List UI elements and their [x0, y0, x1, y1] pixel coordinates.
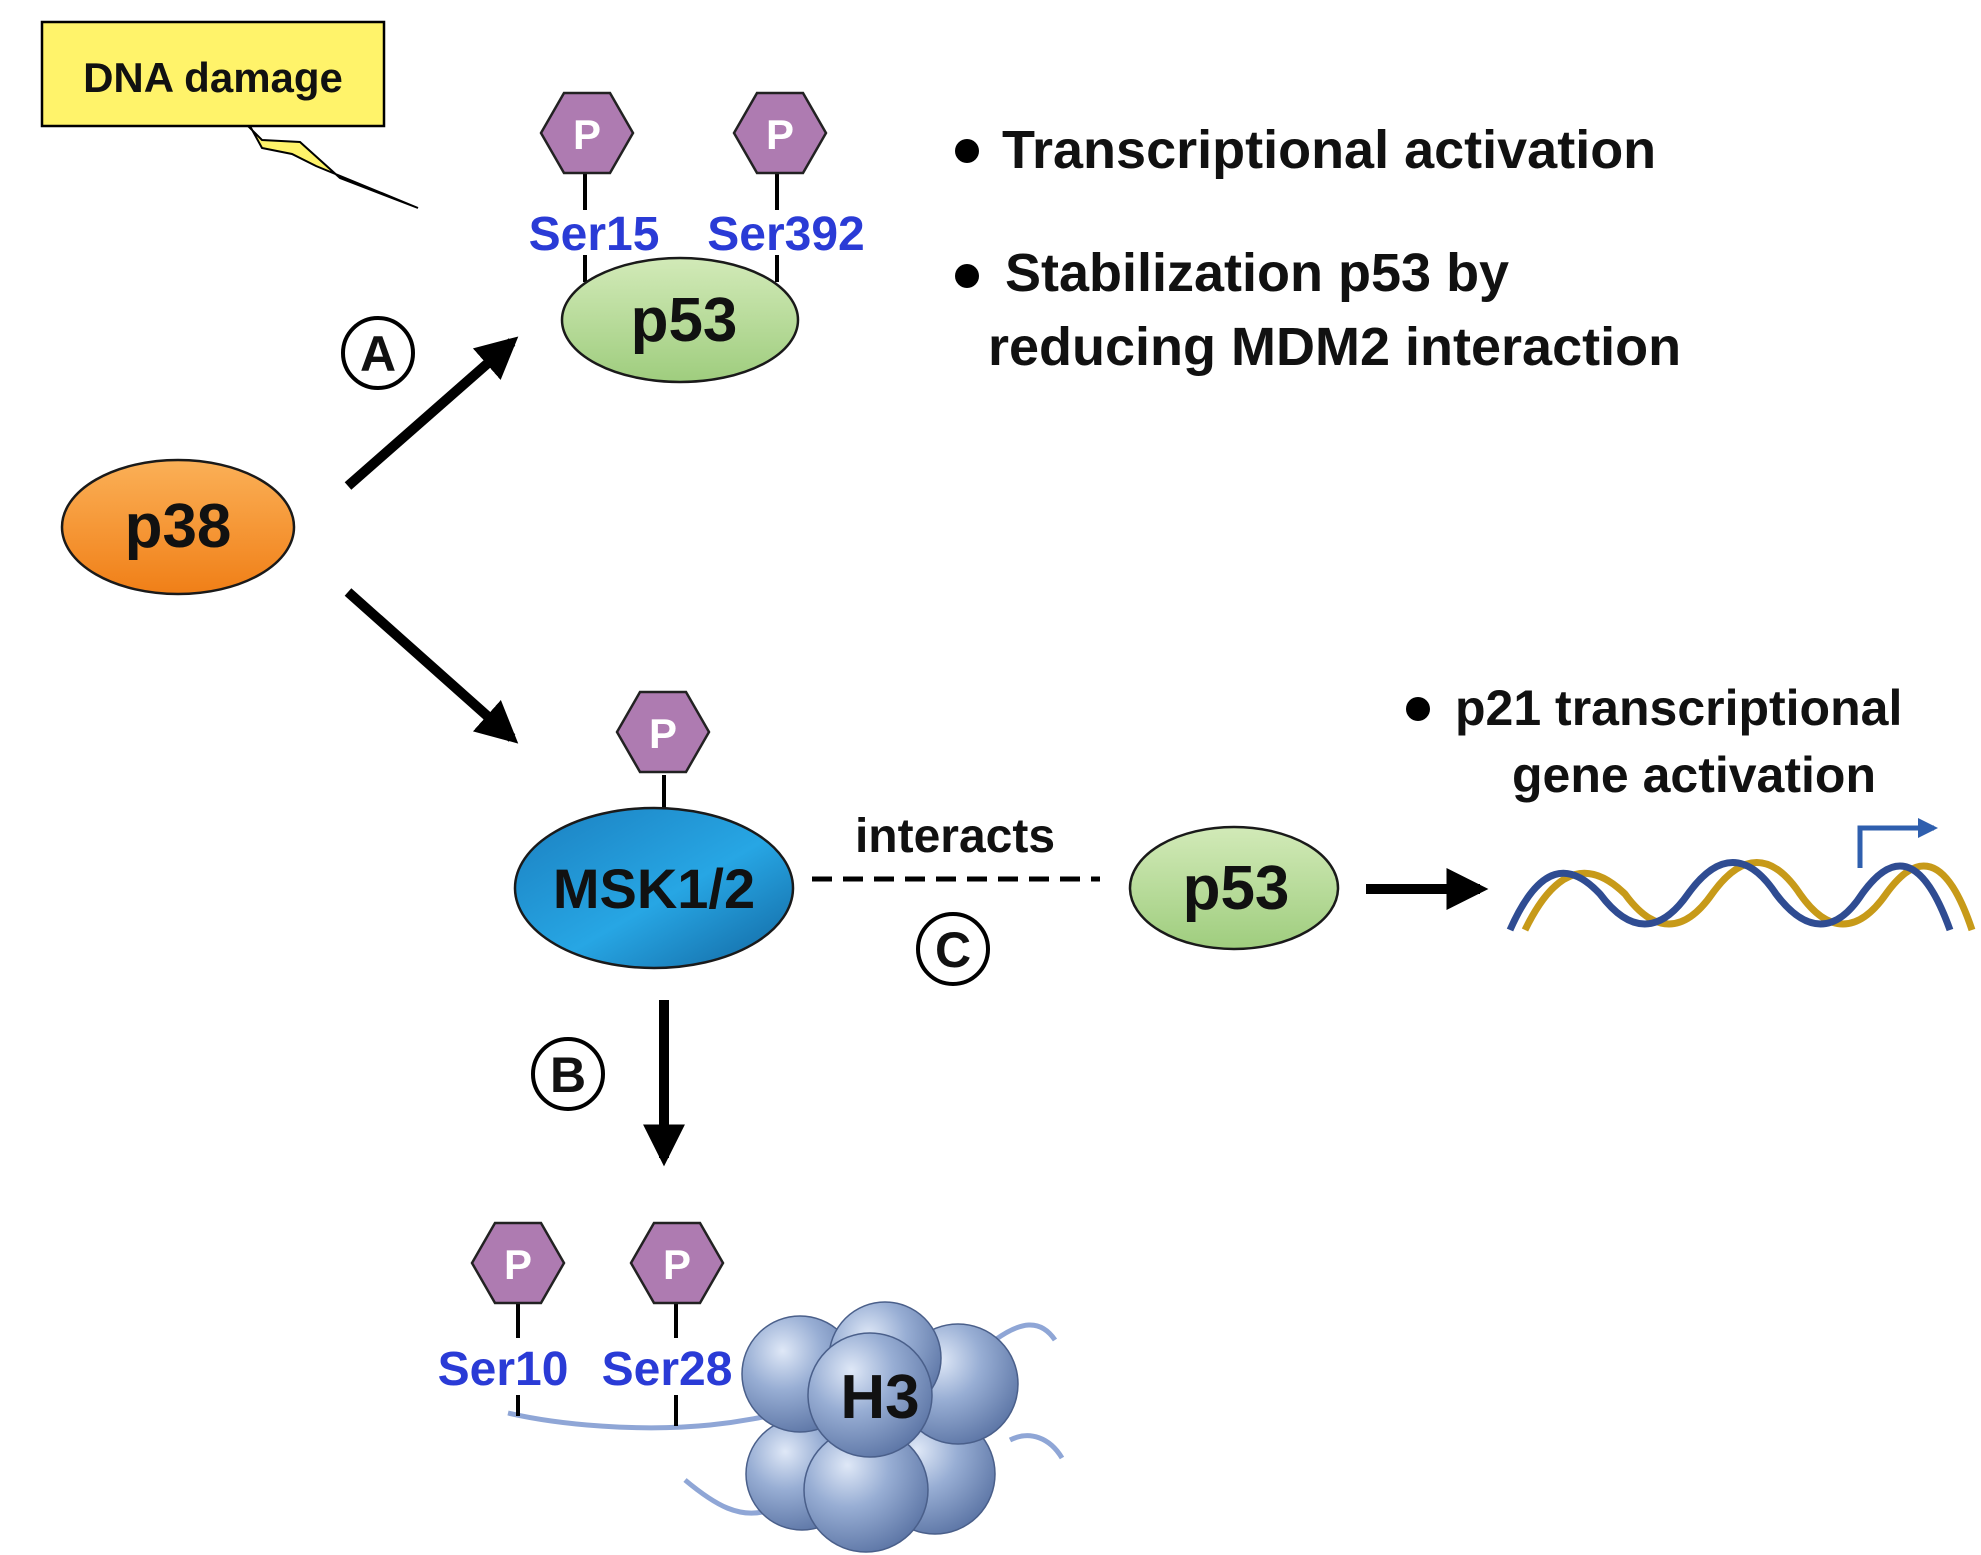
phospho-label: P — [663, 1241, 691, 1288]
marker-c-label: C — [935, 922, 971, 978]
marker-b-circle — [531, 1037, 605, 1111]
histone-sphere — [807, 1332, 933, 1458]
arrow-p38-to-msk — [344, 588, 519, 744]
histone-tail — [993, 1322, 1058, 1343]
h3-label: H3 — [840, 1363, 919, 1432]
dna-strand-gold — [1521, 859, 1976, 932]
transcription-start-arrow-icon — [1857, 818, 1938, 868]
marker-a-circle — [341, 316, 415, 390]
bullet-icon — [955, 139, 979, 163]
p53-top-label: p53 — [631, 286, 738, 355]
phospho-hexagon-icon — [470, 1221, 566, 1305]
phospho-h3-ser10: P — [470, 1221, 566, 1305]
interacts-label: interacts — [855, 810, 1055, 863]
dna-strand-blue — [1506, 859, 1954, 932]
outcome-stabilization-line1: Stabilization p53 by — [1005, 243, 1509, 303]
lightning-bolt-icon — [190, 125, 419, 209]
bullet-icon — [955, 264, 979, 288]
marker-a-label: A — [360, 326, 396, 382]
site-ser28: Ser28 — [602, 1343, 733, 1396]
p53-outcomes: Transcriptional activation Stabilization… — [955, 120, 1681, 377]
phospho-label: P — [573, 111, 601, 158]
phospho-hexagon-icon — [732, 91, 828, 175]
dna-damage-label: DNA damage — [83, 54, 343, 101]
histone-tail — [1008, 1433, 1065, 1460]
msk-ellipse — [513, 806, 795, 970]
phospho-hexagon-icon — [615, 690, 711, 774]
phospho-label: P — [766, 111, 794, 158]
marker-a: A — [341, 316, 415, 390]
outcome-transcriptional-activation: Transcriptional activation — [1002, 120, 1656, 180]
histone-h3: H3 P P Ser10 Ser28 — [438, 1221, 1065, 1553]
phospho-msk: P — [615, 690, 711, 774]
p53-right-label: p53 — [1183, 854, 1290, 923]
p21-outcome-line1: p21 transcriptional — [1455, 680, 1902, 736]
marker-b-label: B — [550, 1047, 586, 1103]
phospho-label: P — [504, 1241, 532, 1288]
interaction-c: interacts C — [812, 810, 1100, 986]
p38-ellipse — [60, 458, 296, 596]
p38-node: p38 — [60, 458, 296, 596]
p21-outcome: p21 transcriptional gene activation — [1406, 680, 1902, 803]
msk-node: P MSK1/2 — [513, 690, 795, 970]
phospho-p53-ser392: P — [732, 91, 828, 175]
p21-outcome-line2: gene activation — [1512, 747, 1876, 803]
phospho-p53-ser15: P — [539, 91, 635, 175]
p53-right-ellipse — [1128, 825, 1340, 951]
outcome-stabilization-line2: reducing MDM2 interaction — [988, 317, 1681, 377]
phospho-hexagon-icon — [629, 1221, 725, 1305]
phospho-h3-ser28: P — [629, 1221, 725, 1305]
phospho-label: P — [649, 710, 677, 757]
p53-top-ellipse — [560, 256, 800, 384]
bullet-icon — [1406, 697, 1430, 721]
p38-label: p38 — [125, 492, 232, 561]
p53-top-node: P P Ser15 Ser392 p53 — [529, 91, 865, 384]
site-ser392: Ser392 — [707, 208, 864, 261]
marker-b: B — [531, 1037, 605, 1111]
arrow-a — [344, 336, 519, 490]
dna-damage-callout: DNA damage — [40, 20, 419, 209]
p53-right-node: p53 — [1128, 825, 1340, 951]
marker-c-circle — [916, 912, 990, 986]
phospho-hexagon-icon — [539, 91, 635, 175]
dna-damage-box — [40, 20, 386, 128]
dna-helix — [1506, 818, 1976, 932]
site-ser10: Ser10 — [438, 1343, 569, 1396]
msk-label: MSK1/2 — [553, 857, 755, 920]
site-ser15: Ser15 — [529, 208, 660, 261]
